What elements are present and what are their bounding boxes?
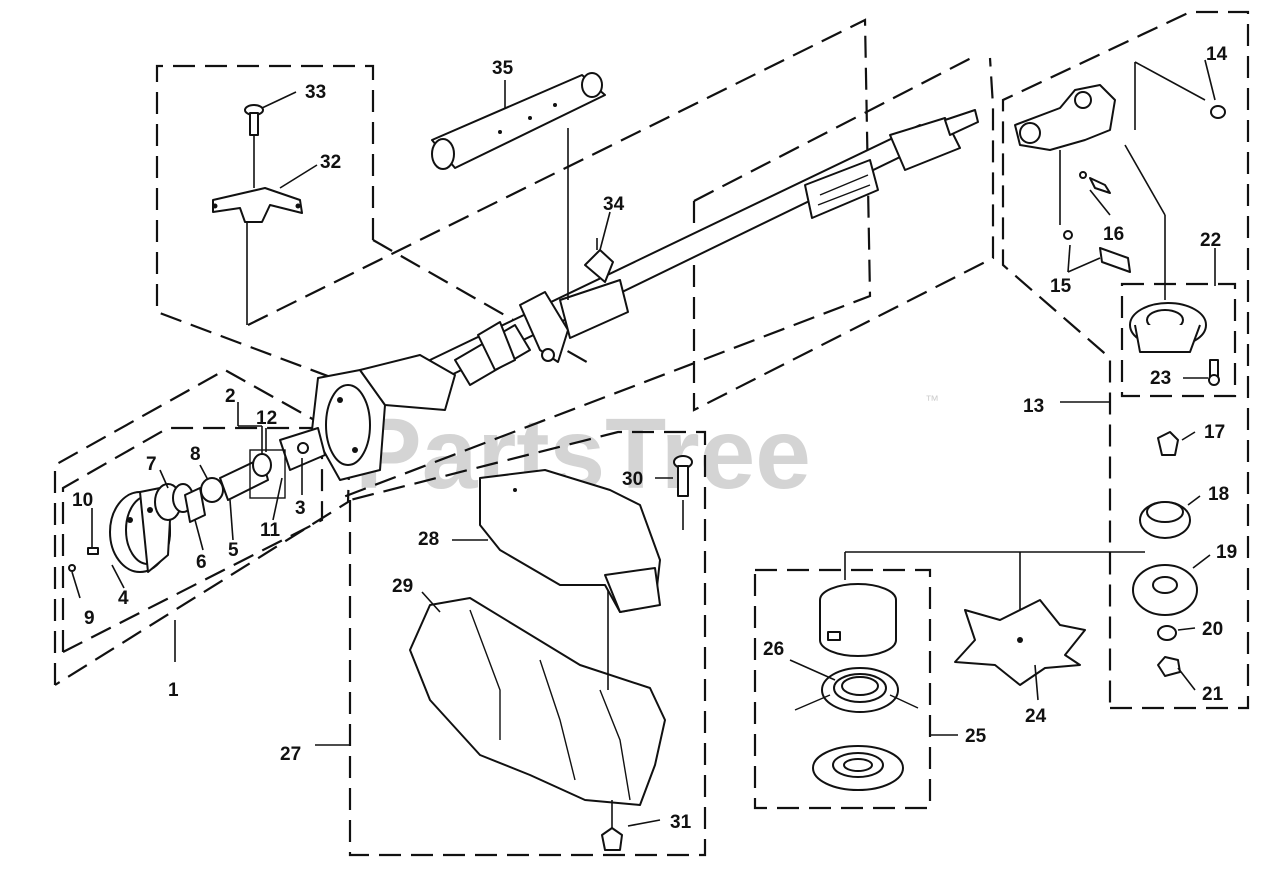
callout-27: 27	[280, 744, 301, 765]
callout-26: 26	[763, 639, 784, 660]
handle-mount	[519, 279, 629, 363]
blade-24	[954, 599, 1086, 686]
guard-29	[409, 597, 666, 806]
callout-4: 4	[118, 588, 129, 609]
plate-3	[279, 427, 326, 471]
screw-30	[673, 455, 693, 497]
washer-20	[1157, 625, 1177, 641]
watermark-trademark: ™	[925, 392, 939, 408]
group-box-13	[1001, 10, 1250, 710]
group-box-1-inner	[61, 426, 324, 653]
callout-33: 33	[305, 82, 326, 103]
callout-22: 22	[1200, 230, 1221, 251]
callout-25: 25	[965, 726, 987, 747]
cover-22	[1129, 302, 1207, 353]
leader-14	[1134, 61, 1206, 101]
pin-9-10	[68, 547, 99, 572]
callout-5: 5	[228, 540, 239, 561]
group-box-22	[1120, 282, 1237, 398]
bracket-32	[212, 187, 303, 223]
box-12-inner	[249, 449, 286, 499]
callout-28: 28	[418, 529, 439, 550]
spool-26	[794, 667, 919, 713]
callout-24: 24	[1025, 706, 1047, 727]
callout-17: 17	[1204, 422, 1225, 443]
clutch-housing	[311, 321, 531, 481]
group-box-27	[348, 430, 707, 857]
bolt-16	[1079, 171, 1111, 194]
callout-18: 18	[1208, 484, 1229, 505]
callout-23: 23	[1150, 368, 1171, 389]
spool-cover	[819, 583, 897, 657]
spool-base	[812, 745, 904, 791]
gearhead-14	[1014, 84, 1226, 151]
callout-7: 7	[146, 454, 157, 475]
screw-33	[244, 104, 264, 136]
callout-31: 31	[670, 812, 692, 833]
callout-15: 15	[1050, 276, 1072, 297]
callout-6: 6	[196, 552, 207, 573]
callout-30: 30	[622, 469, 643, 490]
callout-leaders	[71, 59, 1216, 827]
group-box-right-frame	[692, 57, 995, 412]
tube-cover-35	[431, 72, 606, 170]
callout-35: 35	[492, 58, 514, 79]
spring-8	[200, 477, 224, 503]
callout-3: 3	[295, 498, 306, 519]
group-box-shaft-frame	[247, 18, 872, 501]
callout-10: 10	[72, 490, 93, 511]
callout-13: 13	[1023, 396, 1044, 417]
callout-19: 19	[1216, 542, 1237, 563]
callout-1: 1	[168, 680, 179, 701]
washer-17	[1157, 431, 1179, 456]
cup-18	[1139, 501, 1191, 539]
callout-21: 21	[1202, 684, 1224, 705]
callout-16: 16	[1103, 224, 1124, 245]
callout-9: 9	[84, 608, 95, 629]
callout-32: 32	[320, 152, 341, 173]
callout-14: 14	[1206, 44, 1228, 65]
nut-31	[601, 827, 623, 851]
adapter-19	[1132, 564, 1198, 616]
guard-28	[479, 469, 661, 613]
nut-21	[1157, 656, 1181, 677]
callout-8: 8	[190, 444, 201, 465]
leader-22-shaft	[1124, 144, 1166, 216]
group-box-25	[753, 568, 932, 810]
washer-6	[184, 487, 206, 523]
callout-11: 11	[260, 520, 281, 541]
callout-12: 12	[256, 408, 277, 429]
callout-34: 34	[603, 194, 625, 215]
callout-29: 29	[392, 576, 413, 597]
screw-23	[1208, 359, 1220, 386]
group-box-upper-left	[155, 64, 375, 380]
clip-34	[584, 238, 614, 283]
group-box-shaft-top	[693, 55, 976, 202]
callout-2: 2	[225, 386, 236, 407]
bearing-12	[252, 453, 272, 477]
callout-20: 20	[1202, 619, 1223, 640]
bolt-15	[1063, 230, 1131, 273]
